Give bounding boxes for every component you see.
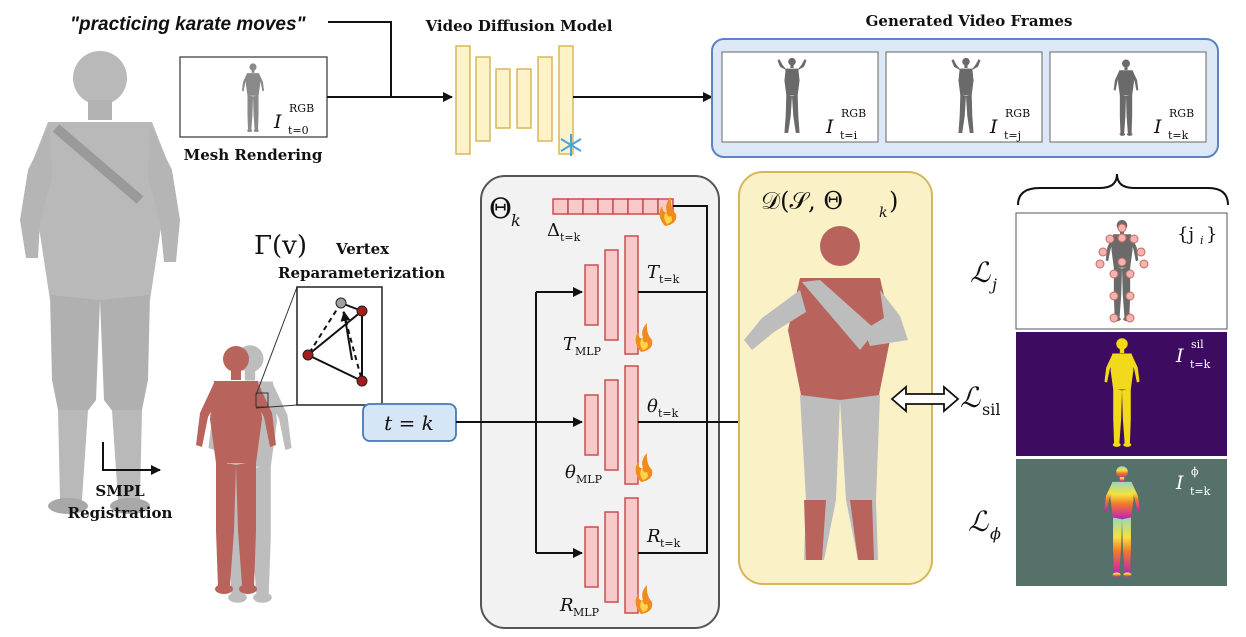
t-mlp xyxy=(584,235,639,355)
mesh-render-rgb: RGB xyxy=(289,102,314,115)
frame-i-I: I xyxy=(825,116,834,138)
r-mlp xyxy=(584,497,639,614)
t-output-sub: t=k xyxy=(659,273,680,286)
delta-sub: t=k xyxy=(560,231,581,244)
theta-k-module xyxy=(480,175,720,629)
input-mesh-figure xyxy=(20,51,180,514)
flame-icon-r xyxy=(635,585,653,614)
theta-mlp-sub: MLP xyxy=(576,473,603,486)
delta-symbol: Δ xyxy=(547,220,560,241)
r-output-sub: t=k xyxy=(660,537,681,550)
joints-label-sub: i xyxy=(1200,234,1204,247)
deformed-avatar-figure xyxy=(744,226,908,560)
frame-k-I: I xyxy=(1153,116,1162,138)
text-prompt: "practicing karate moves" xyxy=(70,14,307,35)
theta-mlp-label: θ xyxy=(565,462,576,483)
loss-joints: ℒ xyxy=(970,256,991,289)
decoder-sub: k xyxy=(879,205,887,221)
smpl-registered-figure xyxy=(196,345,292,603)
theta-output-sub: t=k xyxy=(658,407,679,420)
joints-label: {j xyxy=(1177,224,1194,245)
outputs-collector xyxy=(638,205,708,554)
delta-vector xyxy=(552,198,674,215)
loss-phi-sub: ϕ xyxy=(990,524,1001,543)
video-diffusion-label: Video Diffusion Model xyxy=(425,17,613,35)
mesh-render-I: I xyxy=(273,111,282,133)
snowflake-icon xyxy=(560,134,582,156)
frame-j-sub: t=j xyxy=(1004,129,1021,142)
frame-i-rgb: RGB xyxy=(841,107,866,120)
flame-icon-t xyxy=(635,323,653,352)
frame-j-rgb: RGB xyxy=(1005,107,1030,120)
r-mlp-label: R xyxy=(559,595,574,616)
joints-label-close: } xyxy=(1206,224,1217,245)
frame-j-I: I xyxy=(989,116,998,138)
decoder-label: 𝒟(𝒮, Θ xyxy=(761,187,843,215)
flame-icon-theta xyxy=(635,453,653,482)
frame-i-sub: t=i xyxy=(840,129,858,142)
frame-k-rgb: RGB xyxy=(1169,107,1194,120)
smpl-label-1: SMPL xyxy=(95,482,145,500)
decoder-close: ) xyxy=(889,187,898,215)
theta-output: θ xyxy=(647,396,658,417)
smpl-arrow xyxy=(102,442,161,475)
frame-k-sub: t=k xyxy=(1168,129,1189,142)
vertex-reparam-inset xyxy=(255,286,383,409)
flame-icon-delta xyxy=(659,197,677,226)
frames-brace xyxy=(1017,173,1229,206)
phi-I: I xyxy=(1175,472,1184,494)
theta-k-symbol: Θ xyxy=(489,192,512,225)
video-diffusion-model xyxy=(455,45,574,155)
theta-k-sub: k xyxy=(511,211,521,230)
sil-sup: sil xyxy=(1191,338,1204,351)
loss-joints-sub: j xyxy=(989,275,997,294)
comparison-double-arrow xyxy=(890,385,960,413)
sil-I: I xyxy=(1175,345,1184,367)
vertex-label: Vertex xyxy=(335,240,390,258)
phi-sub: t=k xyxy=(1190,485,1211,498)
smpl-label-2: Registration xyxy=(68,504,173,522)
mesh-render-t0: t=0 xyxy=(288,124,309,137)
t-output: T xyxy=(647,262,661,283)
theta-mlp xyxy=(584,365,639,485)
loss-sil-sub: sil xyxy=(982,400,1000,419)
phi-sup: ϕ xyxy=(1191,465,1199,478)
prompt-connector xyxy=(328,21,392,96)
reparameterization-label: Reparameterization xyxy=(278,264,445,282)
gamma-v-label: Γ(v) xyxy=(254,231,307,261)
generated-frames-label: Generated Video Frames xyxy=(866,12,1073,30)
sil-sub: t=k xyxy=(1190,358,1211,371)
t-mlp-label: T xyxy=(563,334,577,355)
loss-sil: ℒ xyxy=(960,381,981,414)
mesh-rendering-label: Mesh Rendering xyxy=(184,146,323,164)
loss-phi: ℒ xyxy=(968,505,989,538)
r-mlp-sub: MLP xyxy=(573,606,600,619)
time-input-label: t = k xyxy=(384,411,434,435)
joints-figure xyxy=(1095,220,1149,323)
r-output: R xyxy=(646,526,661,547)
t-mlp-sub: MLP xyxy=(575,345,602,358)
